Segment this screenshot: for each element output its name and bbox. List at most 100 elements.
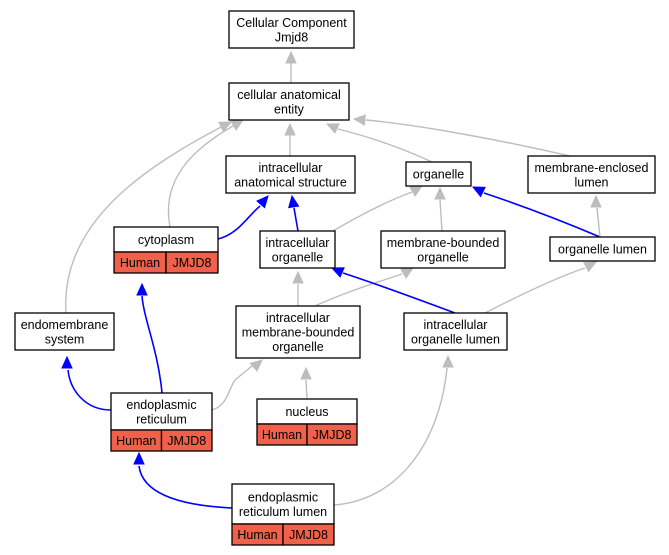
edge-ias-cae	[284, 122, 296, 156]
node-label-line: system	[45, 332, 85, 346]
node-label-line: organelle	[413, 168, 464, 182]
edge-line	[484, 267, 586, 314]
annotation-gene-cell	[165, 251, 219, 274]
node-label-line: intracellular	[259, 161, 323, 175]
edge-line	[217, 205, 261, 240]
arrowhead	[409, 185, 424, 197]
arrowhead	[352, 114, 366, 126]
edge-line	[141, 295, 163, 394]
edge-line	[314, 273, 403, 307]
edge-line	[138, 465, 233, 509]
node-label-line: intracellular	[266, 236, 330, 250]
edge-cytoplasm-cae	[167, 119, 245, 228]
arrowhead	[330, 267, 345, 278]
edge-nucleus-imbo	[300, 366, 312, 400]
arrowhead	[583, 261, 598, 273]
node-label-line: reticulum	[136, 412, 187, 426]
edge-iol-io	[330, 267, 456, 314]
annotation-gene: JMJD8	[167, 434, 206, 448]
node-label-box	[405, 161, 472, 187]
node-label-line: Cellular Component	[236, 16, 347, 30]
arrowhead	[471, 186, 486, 198]
arrowhead	[230, 119, 245, 131]
arrowhead	[285, 50, 297, 64]
node-label-line: organelle lumen	[411, 332, 500, 346]
node-label-box	[110, 392, 213, 431]
edge-line	[293, 207, 299, 232]
arrowhead	[249, 359, 263, 372]
edge-line	[167, 125, 234, 228]
node-label-box	[259, 230, 336, 269]
edge-mel-cae	[352, 114, 571, 157]
edge-organelle-cae	[325, 123, 433, 163]
annotation-species: Human	[262, 428, 302, 442]
node-label-line: organelle	[272, 340, 323, 354]
node-label-line: intracellular	[424, 318, 488, 332]
node-label-line: Jmjd8	[275, 30, 308, 44]
node-label-line: intracellular	[266, 311, 330, 325]
edge-imbo-mbo	[314, 267, 415, 307]
edge-es-cae	[65, 121, 233, 314]
node-label-line: cytoplasm	[138, 233, 194, 247]
node-label-box	[231, 483, 335, 525]
arrowhead	[590, 194, 602, 208]
node-label-line: organelle	[417, 250, 468, 264]
edge-line	[211, 365, 253, 411]
arrowhead	[61, 355, 73, 369]
node-organelle[interactable]: organelle	[405, 161, 472, 187]
edge-ol-organelle	[471, 186, 601, 238]
annotation-species: Human	[237, 528, 277, 542]
edge-mbo-organelle	[434, 186, 446, 232]
arrowhead	[400, 267, 415, 279]
node-label-box	[225, 155, 356, 194]
node-label-line: reticulum lumen	[239, 505, 327, 519]
edge-erl-iol	[333, 354, 454, 506]
edge-imbo-io	[292, 270, 304, 306]
annotation-gene: JMJD8	[313, 428, 352, 442]
node-label-line: membrane-enclosed	[535, 161, 649, 175]
annotation-gene-cell	[160, 429, 213, 452]
edge-io-ias	[288, 194, 300, 232]
node-label-line: membrane-bounded	[242, 326, 355, 340]
edge-er-es	[61, 355, 112, 411]
node-label-box	[380, 230, 506, 269]
edge-line	[332, 191, 413, 232]
arrowhead	[284, 122, 296, 136]
edge-er-cytoplasm	[136, 282, 163, 394]
annotation-species: Human	[116, 434, 156, 448]
node-label-line: organelle	[272, 250, 323, 264]
node-label-box	[228, 10, 355, 49]
arrowhead	[325, 123, 340, 134]
node-label-line: organelle lumen	[558, 243, 647, 257]
node-ol[interactable]: organelle lumen	[549, 236, 656, 262]
edge-cytoplasm-ias	[217, 195, 269, 240]
node-label-box	[235, 305, 361, 359]
node-label-line: entity	[274, 102, 305, 116]
edge-er-imbo	[211, 359, 263, 411]
arrowhead	[442, 354, 454, 368]
arrowhead	[300, 366, 312, 380]
arrowhead	[256, 195, 269, 209]
node-label-line: endomembrane	[21, 318, 109, 332]
node-label-line: endoplasmic	[126, 398, 196, 412]
node-label-line: lumen	[574, 175, 608, 189]
edge-line	[439, 199, 443, 232]
edge-line	[596, 207, 601, 238]
edge-line	[342, 272, 456, 314]
node-label-line: membrane-bounded	[387, 236, 500, 250]
edge-line	[365, 119, 571, 157]
